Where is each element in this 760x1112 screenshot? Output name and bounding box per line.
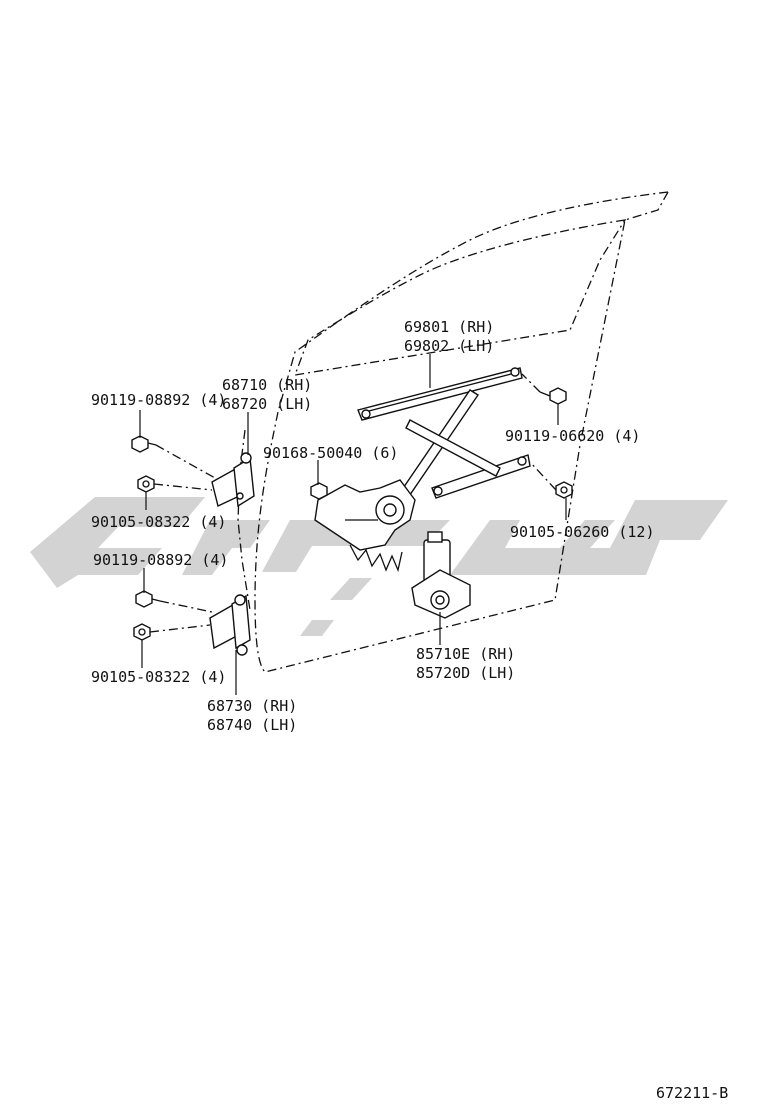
- label-regulator-rh: 69801 (RH): [404, 318, 494, 336]
- diagram-id: 672211-B: [656, 1084, 728, 1102]
- bolt-icon: [135, 590, 161, 608]
- leader-lines: [139, 354, 567, 695]
- upper-hinge: [211, 452, 255, 508]
- lower-hinge: [209, 594, 251, 656]
- label-bolt-lower-hinge-top: 90119-08892 (4): [93, 551, 228, 569]
- label-motor-lh: 85720D (LH): [416, 664, 515, 682]
- bolts: [131, 387, 573, 641]
- label-regulator-lh: 69802 (LH): [404, 337, 494, 355]
- label-motor-rh: 85710E (RH): [416, 645, 515, 663]
- label-upper-hinge-rh: 68710 (RH): [222, 376, 312, 394]
- bolt-icon: [137, 475, 155, 493]
- label-bolt-regulator-center: 90168-50040 (6): [263, 444, 398, 462]
- bolt-icon: [131, 435, 157, 453]
- bolt-icon: [133, 623, 151, 641]
- window-regulator: [314, 367, 531, 573]
- label-bolt-rail-lower: 90105-06260 (12): [510, 523, 655, 541]
- window-motor: [411, 531, 471, 619]
- bolt-icon: [310, 482, 328, 500]
- label-upper-hinge-lh: 68720 (LH): [222, 395, 312, 413]
- label-bolt-rail-upper: 90119-06620 (4): [505, 427, 640, 445]
- label-lower-hinge-rh: 68730 (RH): [207, 697, 297, 715]
- label-lower-hinge-lh: 68740 (LH): [207, 716, 297, 734]
- label-bolt-upper-hinge-bottom: 90105-08322 (4): [91, 513, 226, 531]
- callout-labels: 69801 (RH) 69802 (LH) 68710 (RH) 68720 (…: [91, 318, 728, 1102]
- bolt-icon: [539, 387, 567, 405]
- label-bolt-upper-hinge-top: 90119-08892 (4): [91, 391, 226, 409]
- label-bolt-lower-hinge-bottom: 90105-08322 (4): [91, 668, 226, 686]
- bolt-icon: [555, 481, 573, 499]
